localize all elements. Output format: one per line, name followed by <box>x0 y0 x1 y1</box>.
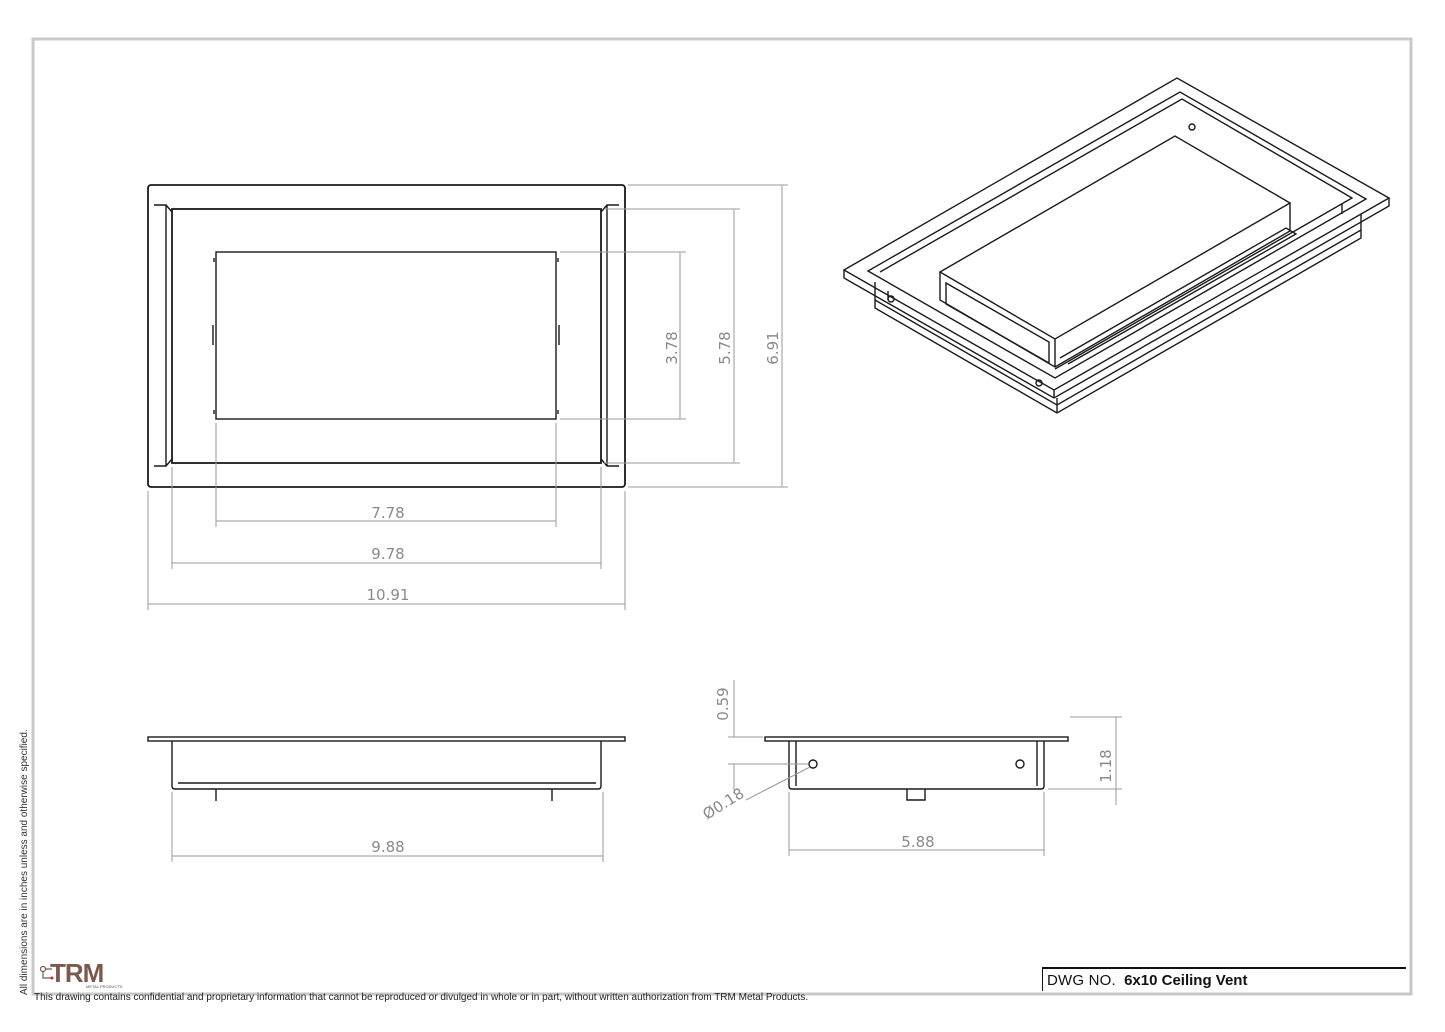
iso-damper-handle <box>945 227 1298 365</box>
confidentiality-notice: This drawing contains confidential and p… <box>34 992 809 1003</box>
side-view: 0.59 Ø0.18 1.18 5.88 <box>699 680 1122 856</box>
dim-frame-inner-height: 5.78 <box>716 331 734 364</box>
iso-inner-frame <box>866 91 1368 379</box>
top-view-frame-inner <box>171 208 602 464</box>
dim-overall-height: 6.91 <box>764 331 782 364</box>
top-view-vertical-dimensions <box>560 184 788 488</box>
front-view: 9.88 <box>147 736 626 862</box>
top-view: 3.78 5.78 6.91 7.78 9.78 10.91 <box>147 184 788 610</box>
top-view-horizontal-dimensions <box>147 423 626 610</box>
iso-screw-hole-1 <box>1188 123 1196 131</box>
logo-circuit-icon <box>39 965 54 980</box>
sheet-border <box>31 37 1413 996</box>
company-logo: TRM METAL PRODUCTS <box>38 956 128 992</box>
iso-damper-sides <box>939 203 1291 368</box>
top-view-opening <box>215 251 557 420</box>
side-view-dimensions <box>728 680 1122 856</box>
dim-side-body-width: 5.88 <box>901 833 934 851</box>
top-view-corner-notches <box>154 204 619 467</box>
dim-overall-depth: 1.18 <box>1097 749 1115 782</box>
iso-flange-thickness <box>843 198 1390 399</box>
top-view-outer-flange <box>147 184 626 488</box>
front-view-body <box>171 741 602 790</box>
dim-hole-diameter: Ø0.18 <box>699 784 747 823</box>
side-view-bottom-tab <box>906 789 926 801</box>
dim-inner-opening-height: 3.78 <box>663 331 681 364</box>
side-view-body <box>788 741 1045 790</box>
dim-frame-inner-width: 9.78 <box>371 545 404 563</box>
dim-inner-opening-width: 7.78 <box>371 504 404 522</box>
iso-screw-hole-3 <box>1035 379 1043 387</box>
dim-overall-width: 10.91 <box>367 586 410 604</box>
side-view-hole-right <box>1015 759 1025 769</box>
iso-body-bottom-edges <box>874 229 1362 413</box>
dim-front-body-width: 9.88 <box>371 838 404 856</box>
side-view-hole-left <box>808 759 818 769</box>
iso-tabs <box>887 204 1343 300</box>
units-note: All dimensions are in inches unless and … <box>19 729 30 995</box>
top-view-tabs <box>212 258 560 414</box>
front-view-dimensions <box>171 792 604 862</box>
front-view-flange <box>147 736 626 742</box>
iso-inner-frame-lip <box>879 98 1354 370</box>
side-view-flange <box>764 736 1069 742</box>
dim-flange-to-hole: 0.59 <box>714 687 732 720</box>
isometric-view <box>842 77 1391 414</box>
logo-wordmark: TRM <box>50 958 104 988</box>
drawing-number-value: 6x10 Ceiling Vent <box>1124 972 1248 989</box>
front-view-tabs <box>215 789 553 801</box>
logo-subtext: METAL PRODUCTS <box>86 984 123 989</box>
drawing-number-label: DWG NO. <box>1047 972 1116 989</box>
title-block: DWG NO. 6x10 Ceiling Vent <box>1042 967 1406 991</box>
